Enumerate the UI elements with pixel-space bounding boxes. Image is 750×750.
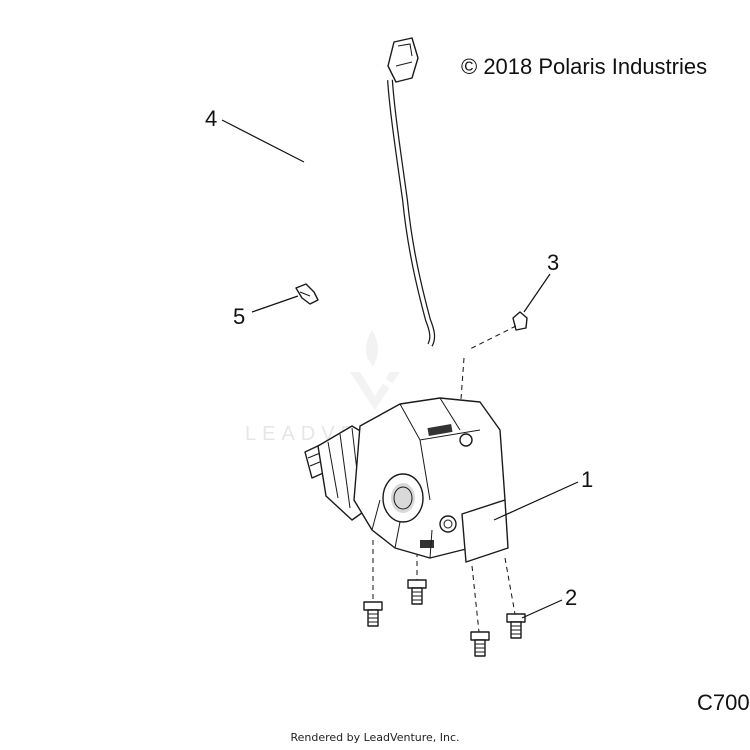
leader-line-1: [493, 481, 579, 521]
mounting-bolt-a: [363, 601, 383, 627]
assembly-line-bolt-d: [504, 557, 516, 615]
callout-1: 1: [581, 467, 593, 492]
callout-4: 4: [205, 106, 217, 131]
hose-clip: [295, 283, 319, 305]
leader-line-3: [523, 273, 551, 313]
assembly-line-fitting: [467, 325, 517, 351]
leader-line-2: [521, 599, 563, 619]
leader-line-4: [221, 119, 305, 163]
callout-3: 3: [547, 250, 559, 275]
diagram-reference-code: C700: [697, 690, 750, 715]
mounting-bolt-b: [407, 579, 427, 605]
leader-line-5: [251, 295, 299, 313]
callout-5: 5: [233, 304, 245, 329]
vent-fitting: [512, 311, 528, 331]
callout-2: 2: [565, 585, 577, 610]
assembly-line-hose: [457, 357, 465, 441]
copyright-notice: © 2018 Polaris Industries: [461, 54, 708, 79]
gearcase-housing: [304, 397, 509, 563]
breather-hose: [286, 21, 468, 391]
render-credit: Rendered by LeadVenture, Inc.: [290, 731, 460, 744]
sensor-wire: [387, 37, 436, 347]
mounting-bolt-d: [506, 613, 526, 639]
assembly-line-bolt-c: [471, 565, 480, 633]
mounting-bolt-c: [470, 631, 490, 657]
